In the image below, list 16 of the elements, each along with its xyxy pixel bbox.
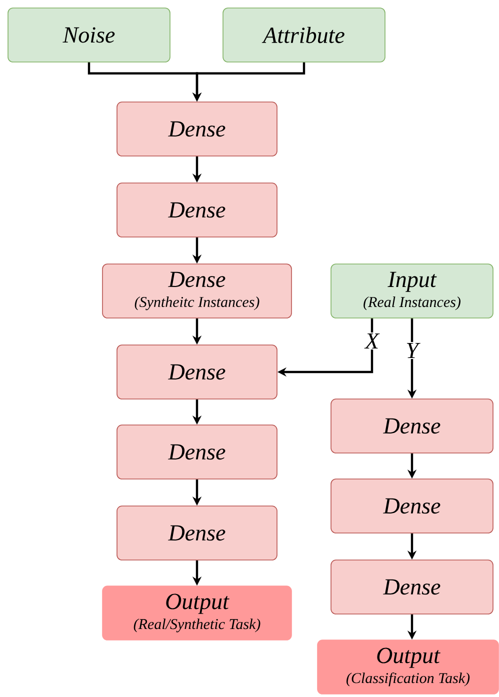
input-box: Input (Real Instances) [330,264,494,318]
layer-box: Dense [116,102,278,156]
edge-label: Y [406,342,420,358]
layer-box: Dense [330,478,494,534]
layer-box: Dense [116,506,278,560]
layer-box: Dense [116,344,278,400]
layer-box: Dense [330,398,494,454]
input-box: Noise [8,8,170,62]
edge-label: X [364,333,380,349]
input-box: Attribute [222,8,386,62]
output-box: Output (Classification Task) [317,640,499,694]
layer-box: Dense [116,424,278,480]
layer-box: Dense [330,560,494,614]
layer-box: Dense (Syntheitc Instances) [102,264,292,318]
output-box: Output (Real/Synthetic Task) [102,586,292,640]
layer-box: Dense [116,182,278,238]
